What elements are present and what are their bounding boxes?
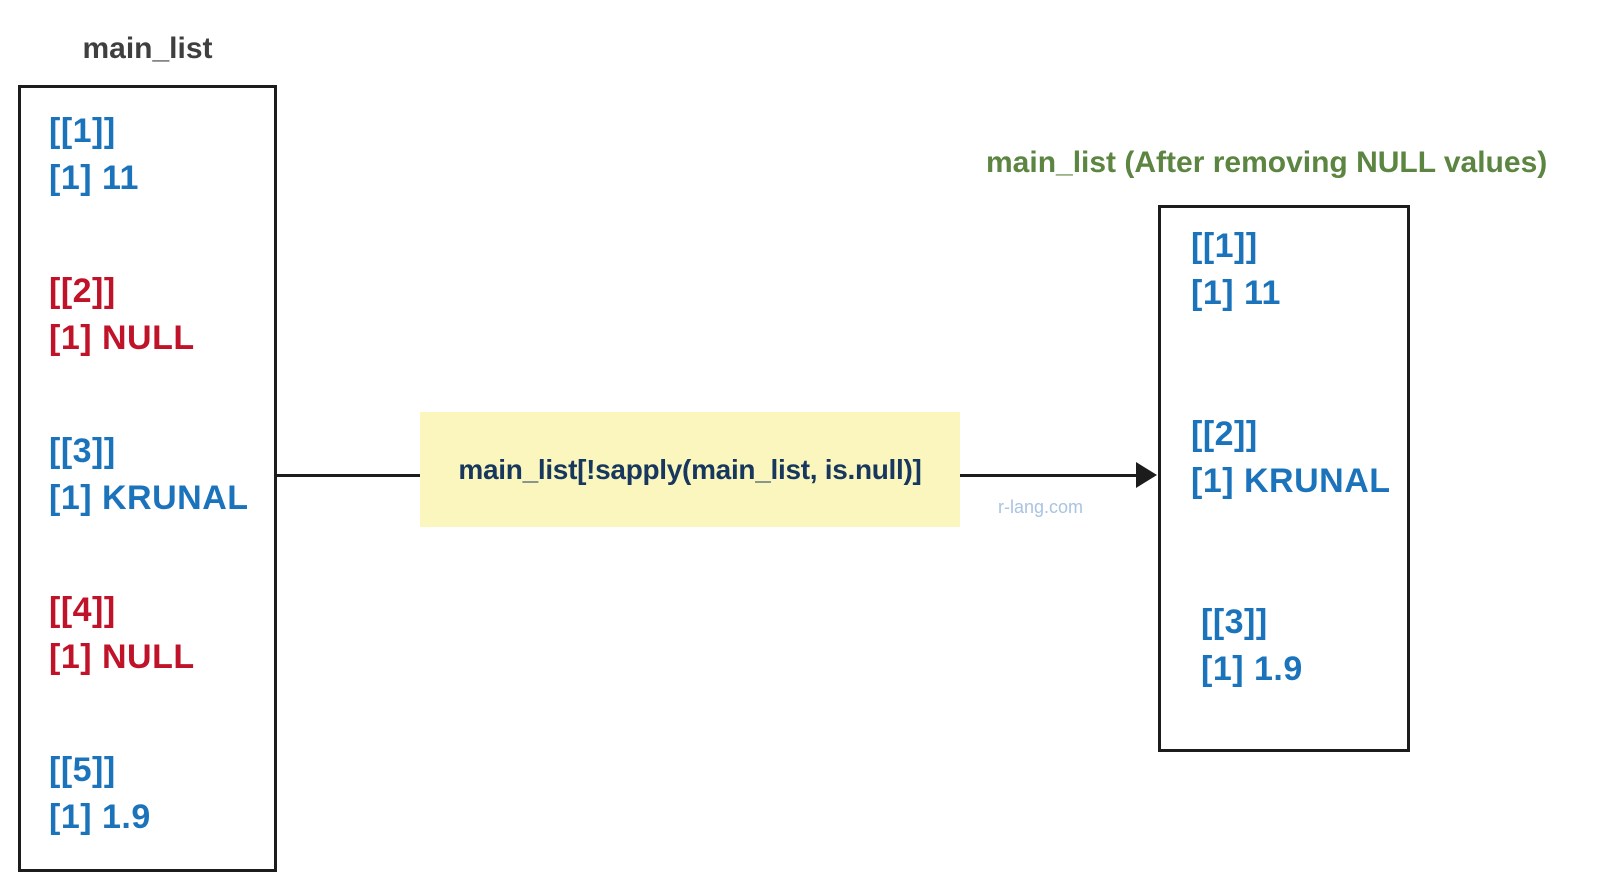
left-list-box: [[1]] [1] 11 [[2]] [1] NULL [[3]] [1] KR… [18, 85, 277, 872]
result-entry-3: [[3]] [1] 1.9 [1201, 599, 1407, 693]
entry-value: [1] 11 [49, 158, 139, 197]
entry-value: [1] KRUNAL [1191, 461, 1391, 500]
code-text: main_list[!sapply(main_list, is.null)] [458, 453, 922, 485]
list-entry-5: [[5]] [1] 1.9 [49, 747, 274, 841]
connector-line-right [960, 474, 1142, 477]
result-entry-1: [[1]] [1] 11 [1191, 223, 1407, 317]
entry-value: [1] KRUNAL [49, 478, 249, 517]
entry-index: [[1]] [49, 112, 116, 150]
list-entry-3: [[3]] [1] KRUNAL [49, 428, 274, 522]
watermark-text: r-lang.com [998, 497, 1084, 517]
list-entry-4: [[4]] [1] NULL [49, 587, 274, 681]
connector-line-left [277, 474, 420, 477]
right-list-title: main_list (After removing NULL values) [986, 146, 1548, 179]
result-entry-2: [[2]] [1] KRUNAL [1191, 411, 1407, 505]
entry-index: [[3]] [1201, 602, 1268, 641]
entry-value: [1] NULL [49, 318, 195, 357]
left-list-title: main_list [82, 32, 213, 65]
entry-index: [[2]] [1191, 414, 1258, 453]
entry-index: [[1]] [1191, 227, 1258, 265]
list-entry-1: [[1]] [1] 11 [49, 108, 274, 202]
arrowhead-icon [1136, 462, 1157, 488]
list-entry-2: [[2]] [1] NULL [49, 268, 274, 362]
entry-index: [[4]] [49, 591, 116, 630]
right-list-box: [[1]] [1] 11 [[2]] [1] KRUNAL [[3]] [1] … [1158, 205, 1410, 752]
entry-value: [1] 1.9 [1201, 649, 1303, 688]
entry-index: [[3]] [49, 431, 116, 470]
entry-value: [1] 1.9 [49, 798, 151, 837]
entry-index: [[5]] [49, 751, 116, 790]
entry-value: [1] 11 [1191, 273, 1281, 312]
entry-value: [1] NULL [49, 638, 195, 677]
entry-index: [[2]] [49, 271, 116, 310]
code-box: main_list[!sapply(main_list, is.null)] [420, 412, 960, 527]
